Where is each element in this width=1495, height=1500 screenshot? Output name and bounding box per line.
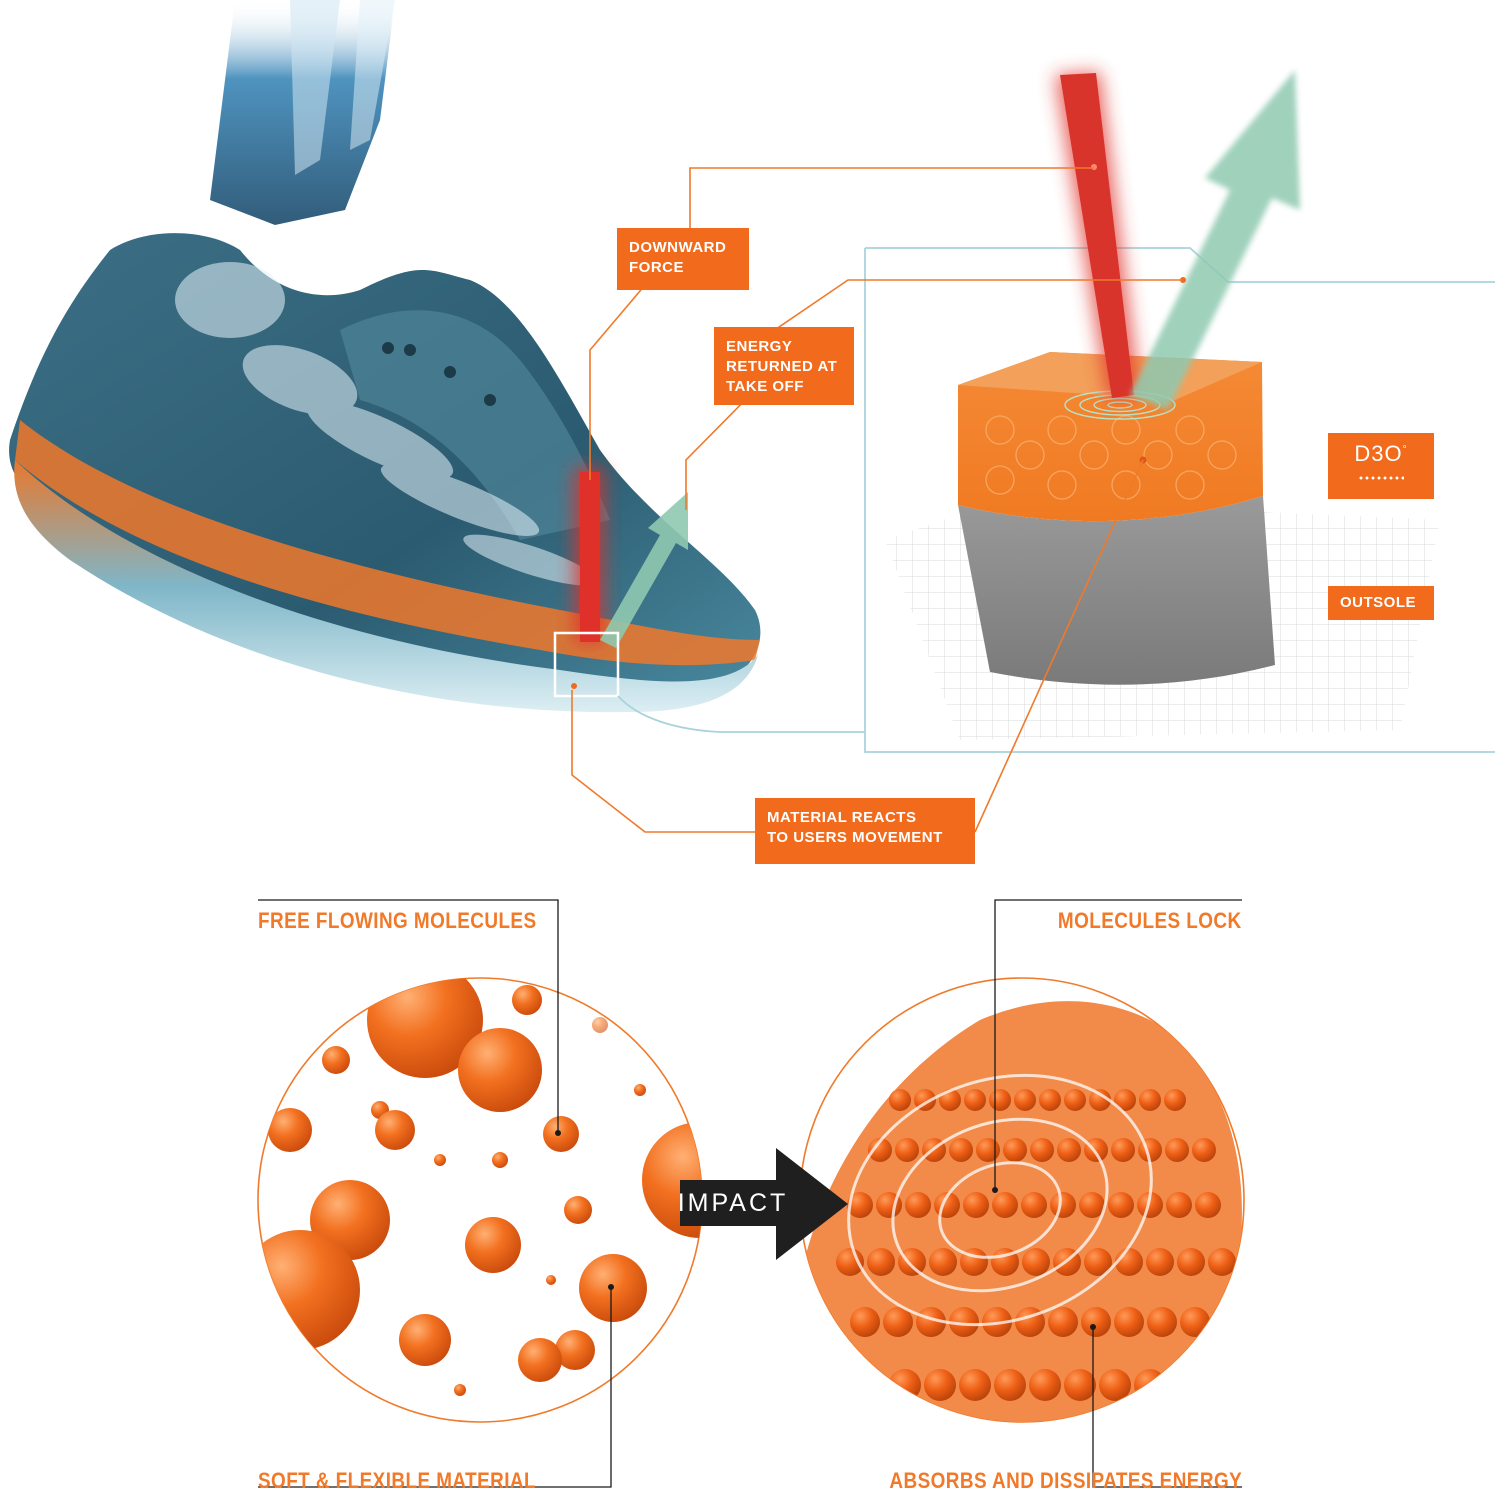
force-arrow [574,468,604,643]
zoom-selection-box [553,631,620,698]
energy-arrow [600,492,688,648]
downward-force-arrow [1055,72,1140,400]
locked-molecule-circle [799,977,1245,1423]
heading-free-flowing: FREE FLOWING MOLECULES [258,908,537,933]
d3o-logo-dots-icon [1358,476,1404,480]
callout-material-reacts: MATERIAL REACTS TO USERS MOVEMENT [755,798,975,864]
d3o-logo-text: D3O° [1354,441,1408,466]
impact-label: IMPACT [678,1180,786,1226]
heading-molecules-lock: MOLECULES LOCK [1058,908,1242,933]
heading-soft-flexible: SOFT & FLEXIBLE MATERIAL [258,1468,536,1493]
energy-return-arrow [1130,70,1300,410]
callout-outsole: OUTSOLE [1328,586,1434,620]
d3o-logo: D3O° [1328,433,1434,499]
callout-energy-returned: ENERGY RETURNED AT TAKE OFF [714,327,854,405]
callout-downward-force: DOWNWARD FORCE [617,228,749,290]
material-cube [885,352,1440,740]
heading-absorbs: ABSORBS AND DISSIPATES ENERGY [889,1468,1242,1493]
shoe-illustration [9,0,761,713]
impact-arrow-icon [776,1148,848,1260]
